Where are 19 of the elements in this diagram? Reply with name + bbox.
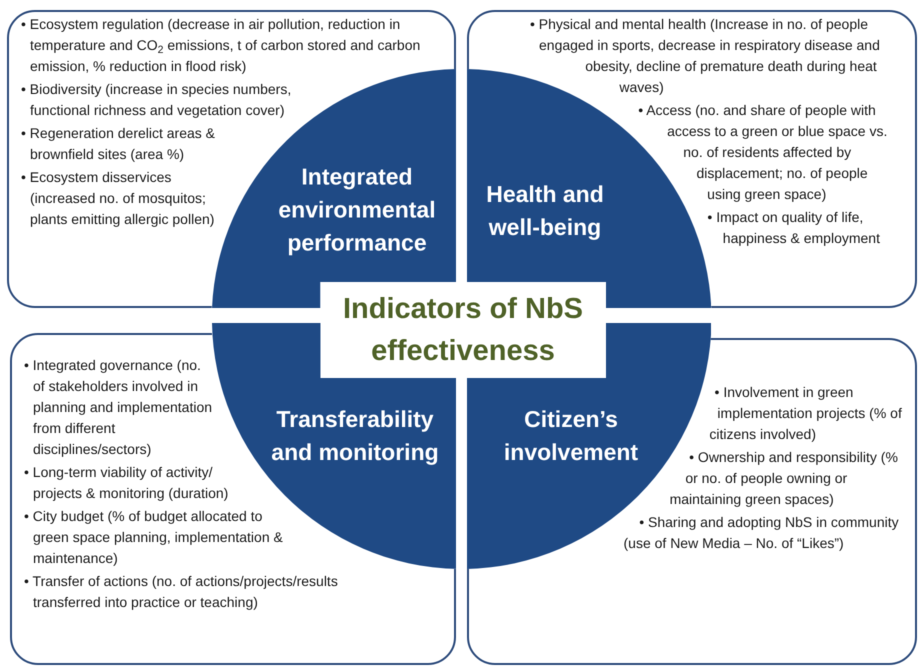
segment-title: Integrated environmental performance [277,162,437,258]
indicator-text: • City budget (% of budget allocated to green space planning, implementation & maintenance) [24,507,284,568]
indicator-text: • Access (no. and share of people with access to a green or blue space vs. no. of residents affected by displacement; no. of people using green space) [637,101,888,204]
indicator-text: • Sharing and adopting NbS in community (use of New Media – No. of “Likes”) [622,513,900,553]
indicator-text: • Regeneration derelict areas & brownfield sites (area %) [21,124,216,164]
indicator-text: • Physical and mental health (Increase in no. of people engaged in sports, decrease in respiratory disease and obesity, decline of premature death during heat waves) [530,15,881,97]
indicator-text: • Involvement in green implementation projects (% of citizens involved) [708,383,903,444]
segment-title: Health and well-being [485,180,605,242]
center-title: Indicators of NbS effectiveness [342,292,584,369]
indicator-text: • Impact on quality of life, happiness & employment [706,208,881,248]
segment-title: Transferability and monitoring [270,405,440,467]
indicator-text: • Integrated governance (no. of stakeholders involved in planning and implementation from different disciplines/sectors) [24,356,214,459]
indicator-text: • Biodiversity (increase in species numbers, functional richness and vegetation cover) [21,80,292,120]
indicator-text: • Ecosystem disservices (increased no. of mosquitos; plants emitting allergic pollen) [21,168,216,229]
segment-title: Citizen’s involvement [502,405,640,467]
indicator-text: • Ownership and responsibility (% or no. of people owning or maintaining green spaces) [668,448,899,509]
indicator-text: • Ecosystem regulation (decrease in air pollution, reduction in temperature and CO$_{2}$ emissions, t of carbon stored and carbon emission, % reduction in flood risk) [21,15,422,76]
indicator-text: • Transfer of actions (no. of actions/projects/results transferred into practice or teaching) [24,572,339,612]
indicator-text: • Long-term viability of activity/ projects & monitoring (duration) [24,463,230,503]
